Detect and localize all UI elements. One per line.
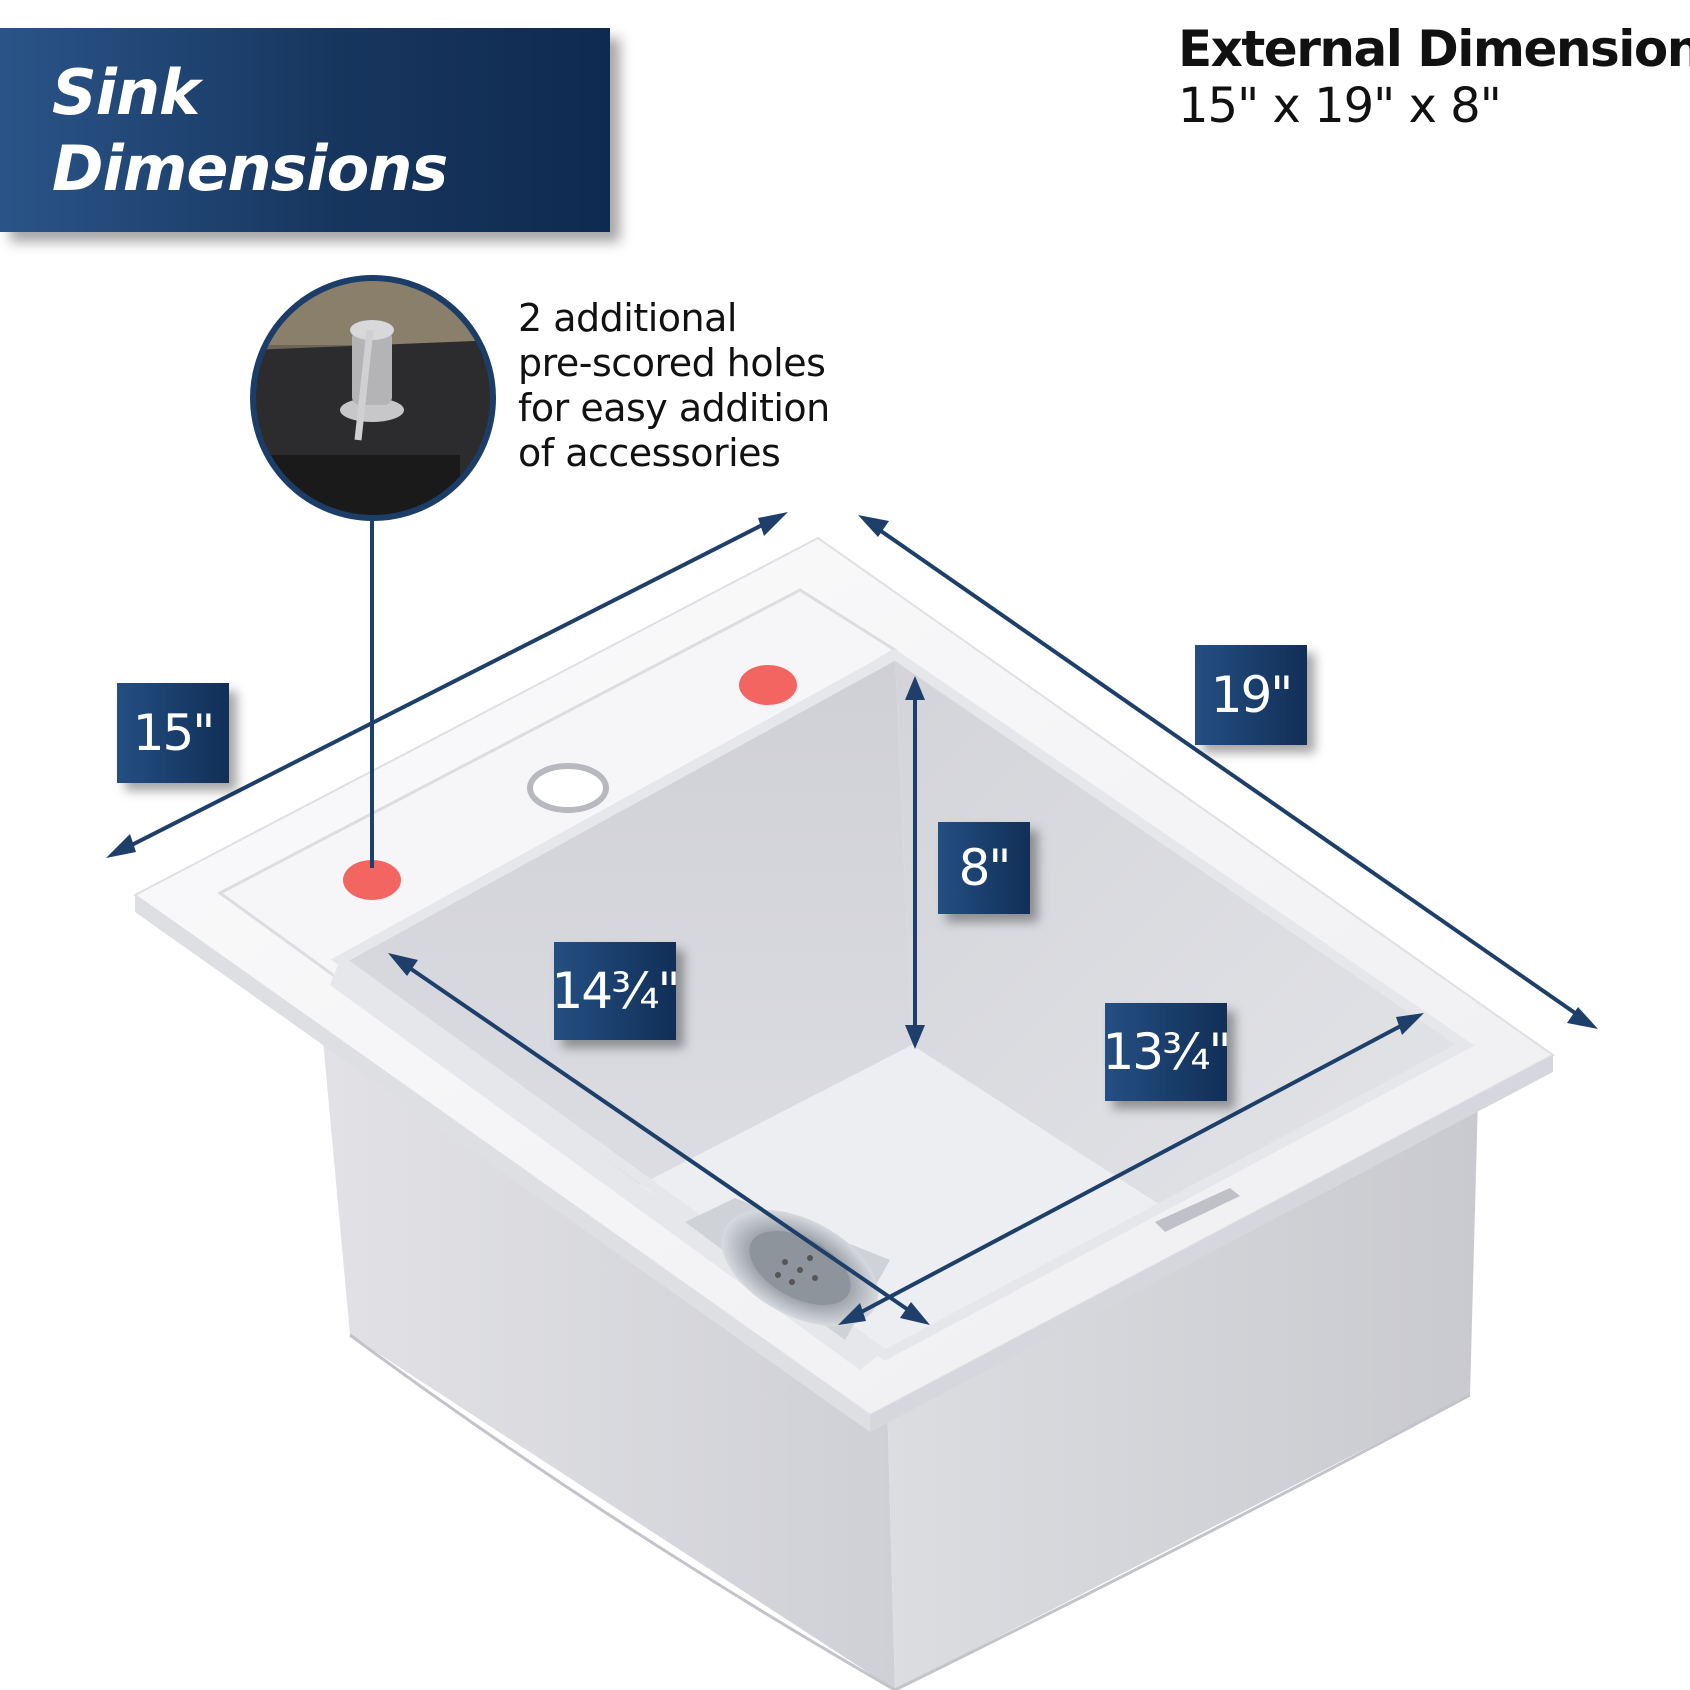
sink-bottom-edge [349, 1333, 1471, 1690]
external-dimensions-value: 15" x 19" x 8" [1178, 78, 1502, 134]
note-line-4: of accessories [518, 431, 781, 475]
note-line-3: for easy addition [518, 386, 830, 430]
drain-strainer [685, 1198, 890, 1340]
length-badge: 19" [1195, 645, 1307, 745]
title-banner: Sink Dimensions [0, 28, 610, 232]
bowl-length-badge: 14¾" [551, 942, 681, 1040]
dimension-arrow-bowl-length [388, 953, 930, 1325]
soap-dispenser-photo [250, 275, 496, 521]
pre-scored-hole-marker-2 [343, 860, 401, 900]
note-line-1: 2 additional [518, 296, 737, 340]
sink-left-side [323, 1040, 895, 1690]
note-line-2: pre-scored holes [518, 341, 826, 385]
bowl-width-badge: 13¾" [1102, 1003, 1232, 1101]
title-line-1: Sink [52, 56, 200, 129]
brand-plate [1155, 1188, 1240, 1232]
dimension-arrow-depth [905, 676, 925, 1049]
dimension-arrow-bowl-width [838, 1013, 1424, 1325]
faucet-hole [527, 763, 609, 813]
sink-rim-edge [135, 895, 870, 1432]
sink-right-side [887, 1098, 1478, 1690]
pre-scored-holes-note: 2 additional pre-scored holes for easy a… [518, 296, 830, 476]
depth-badge: 8" [938, 822, 1030, 914]
dimension-arrow-width [106, 512, 788, 858]
bowl-floor [640, 1045, 1160, 1350]
external-dimensions-title: External Dimensions [1178, 20, 1690, 78]
sink-rim-edge-right [870, 1055, 1553, 1432]
pre-scored-hole-marker-1 [739, 665, 797, 705]
width-badge: 15" [117, 683, 229, 783]
bowl-back-wall [340, 655, 912, 1185]
dimension-arrow-length [858, 515, 1598, 1029]
title-line-2: Dimensions [52, 132, 448, 205]
